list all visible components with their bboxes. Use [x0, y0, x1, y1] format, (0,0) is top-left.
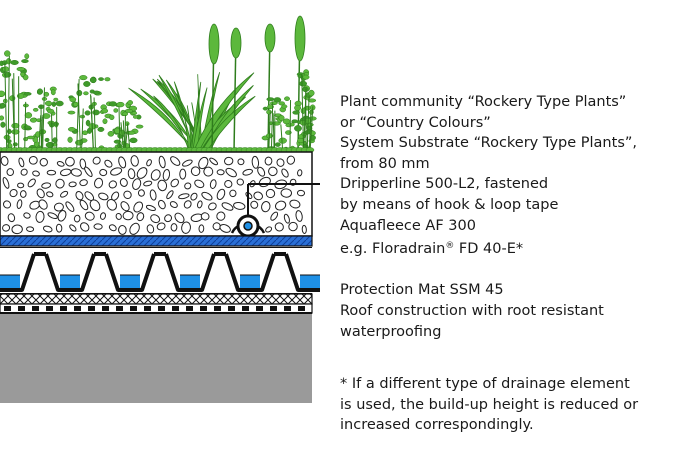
- layer-labels: Plant community “Rockery Type Plants” or…: [340, 92, 696, 342]
- plant-community: [0, 15, 317, 155]
- footnote-line: * If a different type of drainage elemen…: [340, 376, 630, 392]
- label-waterproofing: waterproofing: [340, 323, 442, 340]
- protection-mat-ssm-45-layer: [0, 293, 313, 314]
- system-substrate-layer: [0, 151, 313, 237]
- label-substrate-depth: from 80 mm: [340, 155, 430, 172]
- label-floradrain: e.g. Floradrain® FD 40-E*: [340, 241, 524, 258]
- label-plant-community-alt: or “Country Colours”: [340, 114, 491, 131]
- label-substrate: System Substrate “Rockery Type Plants”,: [340, 135, 637, 152]
- floradrain-fd-40-e-layer: [0, 248, 320, 295]
- label-protection-mat: Protection Mat SSM 45: [340, 282, 504, 299]
- label-dripperline-fastening: by means of hook & loop tape: [340, 196, 559, 213]
- dripperline-500-l2: [230, 183, 320, 238]
- footnote-line: is used, the build-up height is reduced …: [340, 396, 639, 413]
- roof-construction-layer: [0, 312, 312, 403]
- label-dripperline: Dripperline 500-L2, fastened: [340, 176, 549, 193]
- aquafleece-af-300-layer: [0, 235, 313, 249]
- green-roof-cross-section: [0, 15, 320, 403]
- label-plant-community: Plant community “Rockery Type Plants”: [340, 94, 627, 110]
- label-aquafleece: Aquafleece AF 300: [340, 217, 476, 234]
- label-roof-construction: Roof construction with root resistant: [340, 302, 604, 319]
- footnote-line: increased correspondingly.: [340, 417, 534, 434]
- footnote: * If a different type of drainage elemen…: [340, 374, 696, 436]
